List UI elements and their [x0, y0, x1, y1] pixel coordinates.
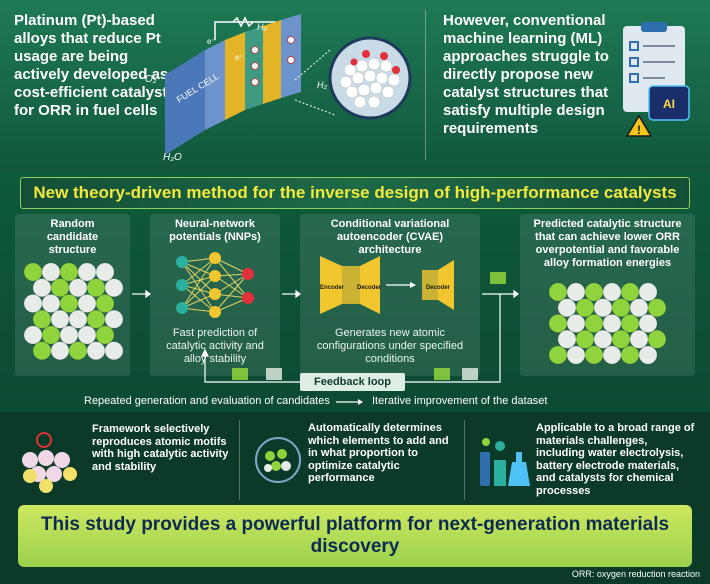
atom	[95, 262, 115, 282]
composition-icon	[255, 437, 301, 483]
workflow-arrows	[132, 272, 519, 383]
atom	[638, 345, 658, 365]
electron-label: e⁻	[207, 37, 216, 46]
random-atoms-cluster	[23, 262, 123, 361]
atom	[95, 294, 115, 313]
gauge-icon	[36, 432, 52, 448]
resistor-icon	[232, 16, 254, 28]
magnified-atoms	[339, 57, 401, 109]
top-divider	[425, 10, 426, 160]
right-arrow-icon	[336, 399, 363, 405]
cvae-panel: Conditional variational autoencoder (CVA…	[300, 214, 480, 376]
atom	[647, 298, 667, 318]
intro-left-text: Platinum (Pt)-based alloys that reduce P…	[14, 12, 176, 119]
decoder-label: Decoder	[357, 285, 382, 291]
atomic-motifs-icon	[22, 432, 77, 493]
nnp-panel: Neural-network potentials (NNPs) Fast pr…	[150, 214, 280, 376]
proton-dot	[287, 56, 295, 64]
conclusion-text: This study provides a powerful platform …	[40, 514, 670, 557]
electron-label: e⁻	[235, 53, 244, 62]
feature-composition: Automatically determines which elements …	[250, 420, 465, 500]
o2-label: O₂	[145, 74, 157, 85]
warning-icon	[625, 114, 653, 137]
footnote: ORR: oxygen reduction reaction	[571, 569, 700, 579]
feature-composition-text: Automatically determines which elements …	[308, 422, 449, 484]
ai-chip-label: AI	[663, 97, 675, 111]
atom	[647, 329, 667, 349]
predicted-structure-panel: Predicted catalytic structure that can a…	[520, 214, 695, 376]
cvae-description: Generates new atomic configurations unde…	[316, 327, 464, 365]
clipboard-ai-illustration: AI !	[623, 22, 690, 137]
mini-structures	[232, 272, 506, 380]
cvae-diagram: Encoder Decoder Decoder	[320, 256, 454, 314]
feature-applications: Applicable to a broad range of materials…	[472, 420, 700, 500]
atom-grid-random	[23, 262, 123, 361]
atom	[638, 282, 658, 302]
atom	[638, 314, 658, 333]
feature-motifs: Framework selectively reproduces atomic …	[12, 420, 240, 500]
atom	[95, 325, 115, 345]
method-banner: New theory-driven method for the inverse…	[20, 177, 690, 209]
neural-network-icon	[176, 252, 254, 318]
atom	[104, 309, 123, 329]
decoder-block	[360, 256, 380, 314]
proton-dot	[251, 46, 259, 54]
electrode-layer	[225, 32, 245, 120]
checkbox-icon	[629, 57, 639, 67]
repeated-generation-text: Repeated generation and evaluation of ca…	[84, 395, 330, 407]
feedback-loop-line	[204, 294, 501, 383]
atom	[104, 341, 123, 361]
h2-top-label: H₂	[257, 22, 267, 32]
decoder-block-2	[438, 260, 454, 310]
intro-right-text: However, conventional machine learning (…	[443, 12, 609, 137]
nnp-title: Neural-network potentials (NNPs)	[169, 218, 261, 243]
nnp-description: Fast prediction of catalytic activity an…	[166, 327, 264, 365]
proton-dot	[251, 78, 259, 86]
feature-motifs-text: Framework selectively reproduces atomic …	[92, 423, 229, 473]
flask-icon	[508, 462, 530, 486]
fuel-cell-illustration: FUEL CELL O₂ H₂O H₂ H₂ e⁻ e⁻	[145, 14, 412, 163]
proton-dot	[287, 36, 295, 44]
atom	[104, 278, 123, 298]
encoder-block	[320, 256, 342, 314]
random-structure-title: Random candidate structure	[46, 218, 99, 256]
predicted-atoms-cluster	[548, 282, 667, 365]
oxygen-atoms	[350, 50, 400, 74]
fuel-cell-housing	[165, 50, 205, 155]
clipboard-clip	[641, 22, 667, 32]
factory-icon	[494, 460, 506, 486]
h2-side-label: H₂	[317, 80, 327, 90]
decoder-label-2: Decoder	[426, 285, 451, 291]
iterative-improvement-text: Iterative improvement of the dataset	[372, 395, 548, 407]
ai-chip-icon	[648, 85, 690, 121]
atom-grid-predicted	[548, 282, 667, 365]
fuel-cell-side	[205, 40, 225, 130]
checkbox-icon	[629, 41, 639, 51]
applications-icon	[480, 438, 530, 486]
battery-icon	[480, 452, 490, 486]
feedback-loop-label: Feedback loop	[300, 373, 405, 391]
predicted-structure-title: Predicted catalytic structure that can a…	[533, 218, 682, 269]
proton-dot	[251, 62, 259, 70]
checkbox-icon	[629, 73, 639, 83]
feature-applications-text: Applicable to a broad range of materials…	[536, 422, 695, 497]
warning-mark: !	[637, 123, 641, 137]
cvae-title: Conditional variational autoencoder (CVA…	[330, 218, 450, 256]
encoder-label: Encoder	[320, 285, 345, 291]
fuel-cell-end	[281, 14, 301, 98]
random-structure-panel: Random candidate structure	[15, 214, 130, 376]
conclusion-banner: This study provides a powerful platform …	[18, 505, 692, 567]
h2o-label: H₂O	[163, 152, 182, 163]
zoom-line	[294, 99, 336, 116]
electrode-layer-2	[263, 20, 281, 104]
